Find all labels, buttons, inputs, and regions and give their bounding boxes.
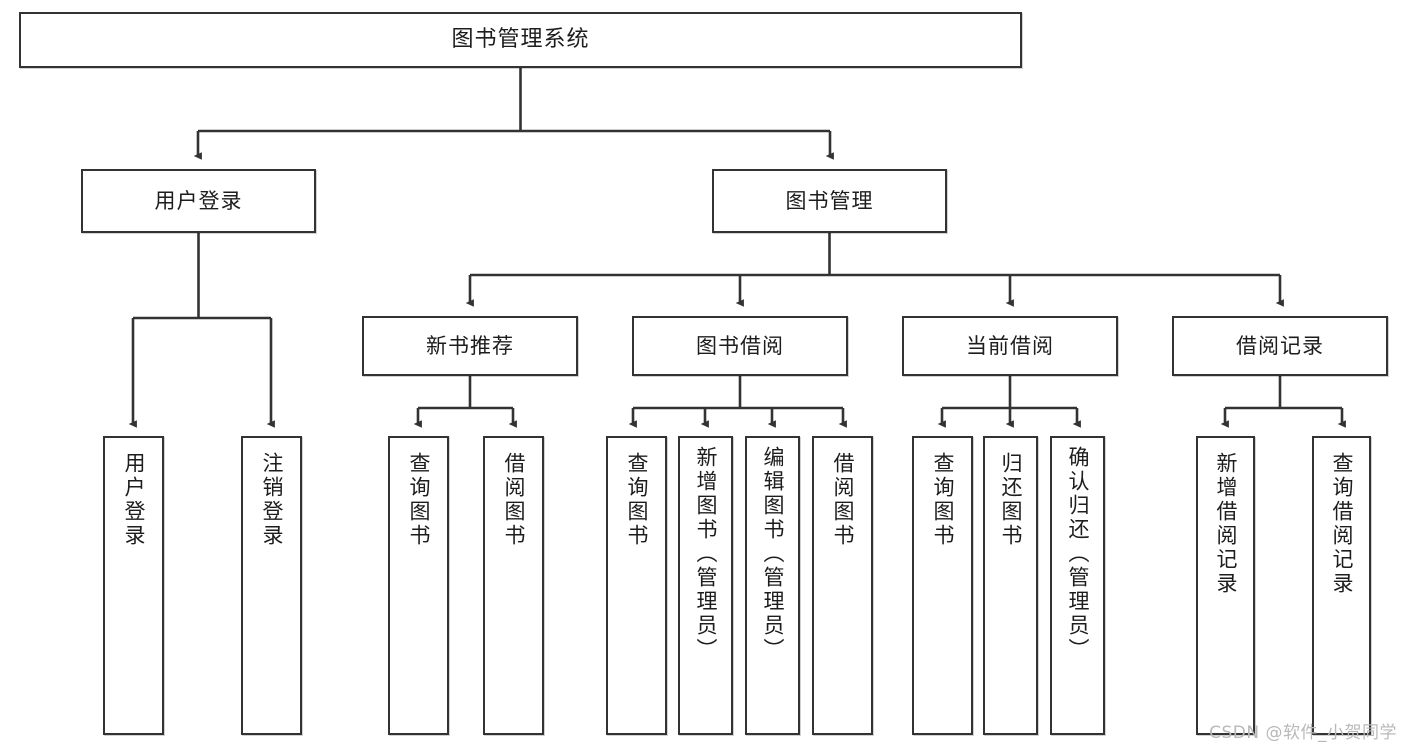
node-label: 借阅图书 [502, 452, 526, 548]
leaf-borrow-book-2[interactable]: 借阅图书 [812, 436, 873, 735]
node-new-book-recommend[interactable]: 新书推荐 [362, 316, 578, 376]
node-label: 查询图书 [931, 452, 955, 548]
node-current-borrow[interactable]: 当前借阅 [902, 316, 1118, 376]
node-label: 图书管理系统 [451, 27, 590, 53]
node-label: 新增借阅记录 [1214, 452, 1238, 596]
leaf-query-book-2[interactable]: 查询图书 [606, 436, 667, 735]
node-label: 归还图书 [999, 452, 1023, 548]
node-label: 注销登录 [260, 452, 284, 548]
node-label: 新书推荐 [426, 333, 514, 358]
leaf-add-borrow-record[interactable]: 新增借阅记录 [1196, 436, 1255, 735]
node-book-borrow[interactable]: 图书借阅 [632, 316, 848, 376]
node-root-system[interactable]: 图书管理系统 [19, 12, 1022, 68]
leaf-user-login[interactable]: 用户登录 [103, 436, 164, 735]
node-label: 编辑图书（管理员） [761, 446, 785, 662]
node-label: 新增图书（管理员） [694, 446, 718, 662]
node-user-login[interactable]: 用户登录 [81, 169, 316, 233]
node-label: 借阅图书 [831, 452, 855, 548]
leaf-query-borrow-record[interactable]: 查询借阅记录 [1312, 436, 1371, 735]
leaf-logout-login[interactable]: 注销登录 [241, 436, 302, 735]
leaf-query-book-1[interactable]: 查询图书 [388, 436, 449, 735]
csdn-watermark: CSDN @软件_小贺同学 [1209, 723, 1397, 743]
leaf-edit-book-admin[interactable]: 编辑图书（管理员） [745, 436, 800, 735]
leaf-add-book-admin[interactable]: 新增图书（管理员） [678, 436, 733, 735]
node-label: 查询借阅记录 [1330, 452, 1354, 596]
node-label: 查询图书 [407, 452, 431, 548]
leaf-borrow-book-1[interactable]: 借阅图书 [483, 436, 544, 735]
node-label: 查询图书 [625, 452, 649, 548]
node-label: 图书借阅 [696, 333, 784, 358]
node-borrow-record[interactable]: 借阅记录 [1172, 316, 1388, 376]
leaf-query-book-3[interactable]: 查询图书 [912, 436, 973, 735]
node-label: 借阅记录 [1236, 333, 1324, 358]
node-label: 用户登录 [154, 188, 243, 213]
node-label: 用户登录 [122, 452, 146, 548]
leaf-confirm-return-admin[interactable]: 确认归还（管理员） [1050, 436, 1105, 735]
node-book-manage[interactable]: 图书管理 [712, 169, 947, 233]
leaf-return-book[interactable]: 归还图书 [983, 436, 1038, 735]
node-label: 图书管理 [785, 188, 874, 213]
node-label: 当前借阅 [966, 333, 1054, 358]
node-label: 确认归还（管理员） [1066, 446, 1090, 662]
